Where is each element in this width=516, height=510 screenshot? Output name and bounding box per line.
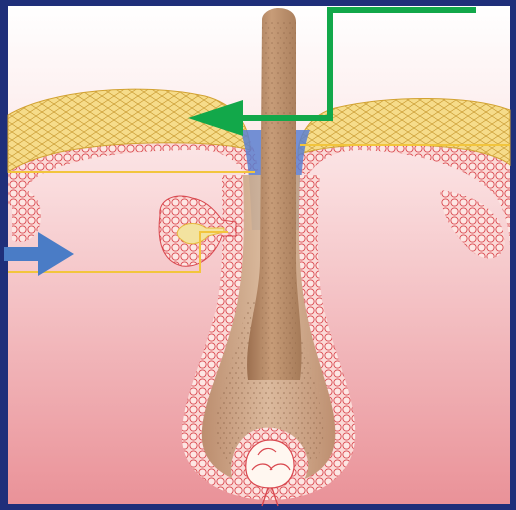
papilla-core bbox=[246, 440, 294, 488]
hair-shaft-texture bbox=[262, 20, 296, 380]
